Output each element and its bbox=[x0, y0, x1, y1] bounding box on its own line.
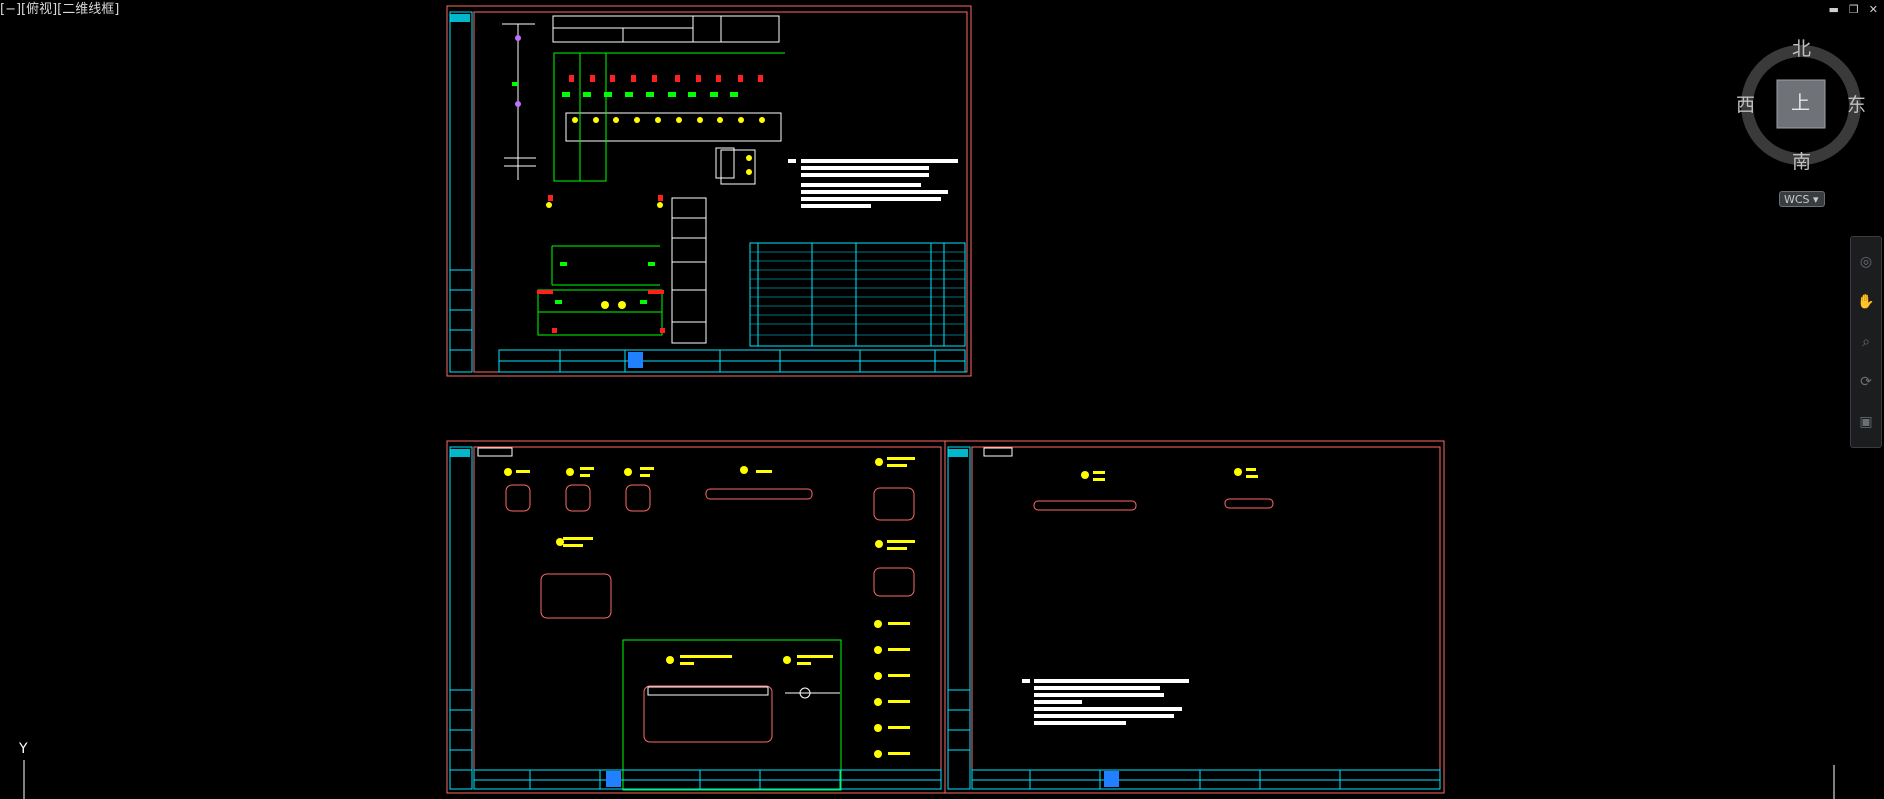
viewcube-south[interactable]: 南 bbox=[1792, 151, 1812, 173]
viewcube-west[interactable]: 西 bbox=[1736, 94, 1756, 116]
pan-icon[interactable]: ✋ bbox=[1857, 294, 1875, 310]
ucs-y-label: Y bbox=[19, 741, 28, 757]
drawing-sheet-bottom-right bbox=[944, 440, 1445, 794]
steering-wheel-icon[interactable]: ◎ bbox=[1859, 254, 1873, 270]
zoom-icon[interactable]: ⌕ bbox=[1862, 334, 1870, 350]
viewcube-north[interactable]: 北 bbox=[1792, 38, 1812, 60]
ucs-icon bbox=[23, 760, 1835, 799]
wcs-menu-button[interactable]: WCS ▾ bbox=[1779, 191, 1825, 207]
viewcube-east[interactable]: 东 bbox=[1847, 94, 1867, 116]
showmotion-icon[interactable]: ▣ bbox=[1859, 414, 1873, 430]
drawing-sheet-bottom-left bbox=[446, 440, 946, 794]
drawing-sheet-top bbox=[446, 5, 972, 377]
viewcube-top-face[interactable]: 上 bbox=[1791, 92, 1811, 114]
viewport-label[interactable]: [−][俯视][二维线框] bbox=[0, 2, 120, 17]
restore-icon[interactable]: ❐ bbox=[1848, 3, 1859, 16]
close-icon[interactable]: ✕ bbox=[1868, 3, 1878, 16]
window-controls: ▬ ❐ ✕ bbox=[1829, 4, 1879, 16]
viewcube-compass[interactable] bbox=[1741, 45, 1861, 165]
wcs-label: WCS bbox=[1784, 193, 1810, 206]
orbit-icon[interactable]: ⟳ bbox=[1860, 374, 1872, 390]
minimize-icon[interactable]: ▬ bbox=[1828, 3, 1839, 16]
navigation-bar: ◎ ✋ ⌕ ⟳ ▣ bbox=[1850, 236, 1882, 448]
